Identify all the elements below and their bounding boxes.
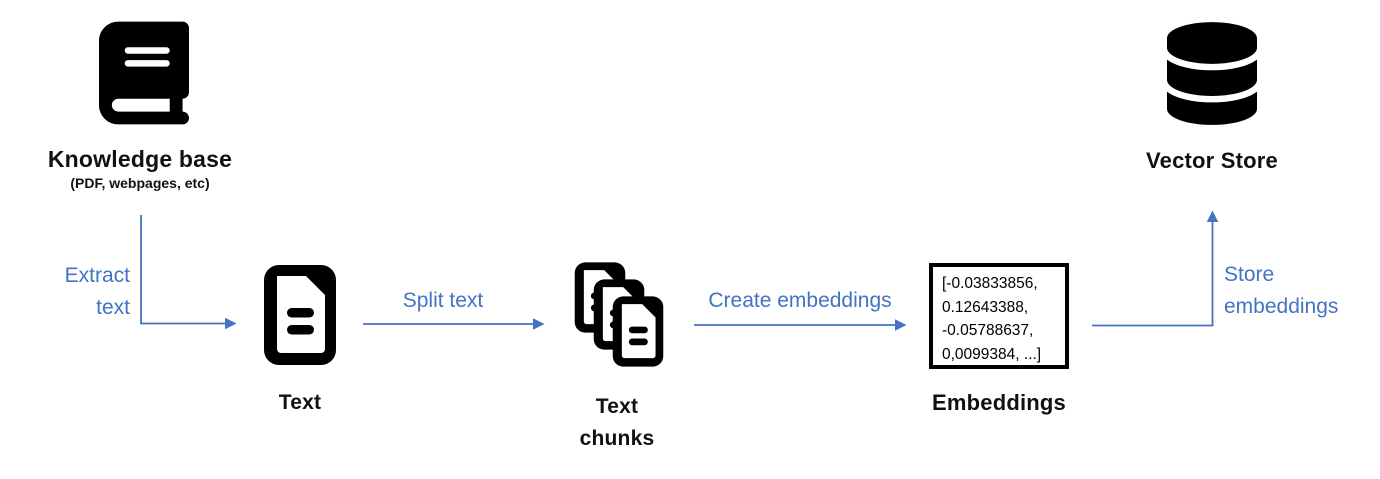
store-embeddings-label: Store embeddings — [1224, 263, 1339, 318]
arrow-extract-text — [140, 215, 237, 330]
knowledge-base-label: Knowledge base — [47, 146, 233, 172]
create-embeddings-label: Create embeddings — [708, 289, 892, 312]
database-icon — [1167, 22, 1257, 125]
vector-line: 0,0099384, ...] — [942, 345, 1042, 363]
book-icon — [99, 21, 189, 125]
vector-line: -0.05788637, — [942, 322, 1034, 339]
arrow-store-embeddings — [1092, 210, 1219, 327]
document-icon — [612, 296, 664, 367]
text-chunks-label: Text chunks — [579, 395, 655, 450]
document-icon — [264, 265, 336, 365]
knowledge-base-sublabel: (PDF, webpages, etc) — [70, 175, 210, 191]
text-label: Text — [278, 391, 322, 414]
embeddings-vector-box: [-0.03833856, 0.12643388, -0.05788637, 0… — [929, 263, 1069, 369]
document-stack-icon — [572, 261, 666, 369]
vector-line: [-0.03833856, — [942, 275, 1038, 292]
vector-store-label: Vector Store — [1145, 148, 1278, 173]
split-text-label: Split text — [402, 289, 484, 312]
extract-text-label: Extract text — [64, 264, 130, 319]
vector-line: 0.12643388, — [942, 298, 1029, 316]
embeddings-label: Embeddings — [931, 390, 1066, 415]
